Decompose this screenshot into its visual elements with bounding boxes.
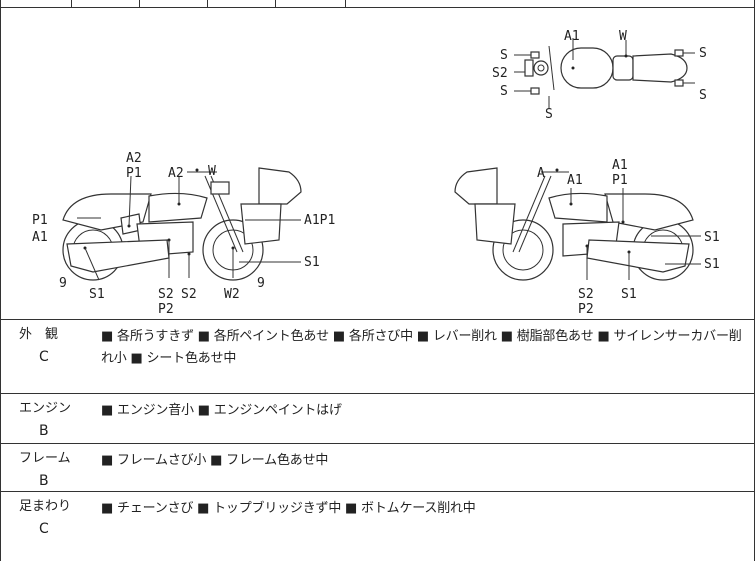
label: 9 bbox=[257, 276, 265, 291]
label: W2 bbox=[224, 287, 240, 302]
right-side-view-diagram: A1 P1 A A1 S1 S1 S2 P2 S1 bbox=[454, 158, 720, 317]
category-label: フレーム bbox=[19, 451, 71, 466]
label: S bbox=[500, 84, 508, 99]
label: S bbox=[699, 46, 707, 61]
grade-badge: C bbox=[39, 521, 49, 537]
table-header-strip bbox=[1, 0, 755, 8]
label: W bbox=[619, 29, 627, 44]
label: A1 bbox=[564, 29, 580, 44]
label: S1 bbox=[304, 255, 320, 270]
label: S2 bbox=[578, 287, 594, 302]
label: S bbox=[500, 48, 508, 63]
category-label: エンジン bbox=[19, 401, 72, 416]
condition-row-suspension: 足まわり C ■ チェーンさび ■ トップブリッジきず中 ■ ボトムケース削れ中 bbox=[1, 492, 755, 561]
label: A2 bbox=[126, 151, 142, 166]
category-label: 外 観 bbox=[19, 327, 59, 342]
grade-badge: B bbox=[39, 423, 49, 439]
label: A1 bbox=[612, 158, 628, 173]
condition-notes: ■ エンジン音小 ■ エンジンペイントはげ bbox=[101, 403, 342, 418]
condition-notes: ■ フレームさび小 ■ フレーム色あせ中 bbox=[101, 453, 329, 468]
left-side-view-diagram: A2 P1 A2 W P1 A1 A1P1 S1 9 S1 S2 S2 P2 W… bbox=[32, 151, 335, 317]
label: A bbox=[537, 166, 545, 181]
label: P2 bbox=[578, 302, 594, 317]
label: S1 bbox=[704, 257, 720, 272]
condition-row-exterior: 外 観 C ■ 各所うすきず ■ 各所ペイント色あせ ■ 各所さび中 ■ レバー… bbox=[1, 320, 755, 394]
label: S bbox=[545, 107, 553, 122]
condition-row-frame: フレーム B ■ フレームさび小 ■ フレーム色あせ中 bbox=[1, 444, 755, 492]
top-view-diagram: A1 W S S2 S S S S bbox=[492, 29, 707, 122]
label: S bbox=[699, 88, 707, 103]
label: A2 bbox=[168, 166, 184, 181]
label: W bbox=[208, 164, 216, 179]
label: P1 bbox=[612, 173, 628, 188]
label: A1 bbox=[567, 173, 583, 188]
condition-row-engine: エンジン B ■ エンジン音小 ■ エンジンペイントはげ bbox=[1, 394, 755, 444]
motorcycle-damage-diagram: A1 W S S2 S S S S bbox=[1, 8, 755, 320]
condition-notes: ■ 各所うすきず ■ 各所ペイント色あせ ■ 各所さび中 ■ レバー削れ ■ 樹… bbox=[101, 329, 742, 366]
label: S2 bbox=[181, 287, 197, 302]
label: P1 bbox=[32, 213, 48, 228]
label: S1 bbox=[89, 287, 105, 302]
label: S2 bbox=[158, 287, 174, 302]
label: P2 bbox=[158, 302, 174, 317]
label: S1 bbox=[704, 230, 720, 245]
grade-badge: C bbox=[39, 349, 49, 365]
label: S1 bbox=[621, 287, 637, 302]
label: A1P1 bbox=[304, 213, 335, 228]
condition-notes: ■ チェーンさび ■ トップブリッジきず中 ■ ボトムケース削れ中 bbox=[101, 501, 476, 516]
category-label: 足まわり bbox=[19, 499, 72, 514]
label: 9 bbox=[59, 276, 67, 291]
label: S2 bbox=[492, 66, 508, 81]
grade-badge: B bbox=[39, 473, 49, 489]
label: A1 bbox=[32, 230, 48, 245]
label: P1 bbox=[126, 166, 142, 181]
